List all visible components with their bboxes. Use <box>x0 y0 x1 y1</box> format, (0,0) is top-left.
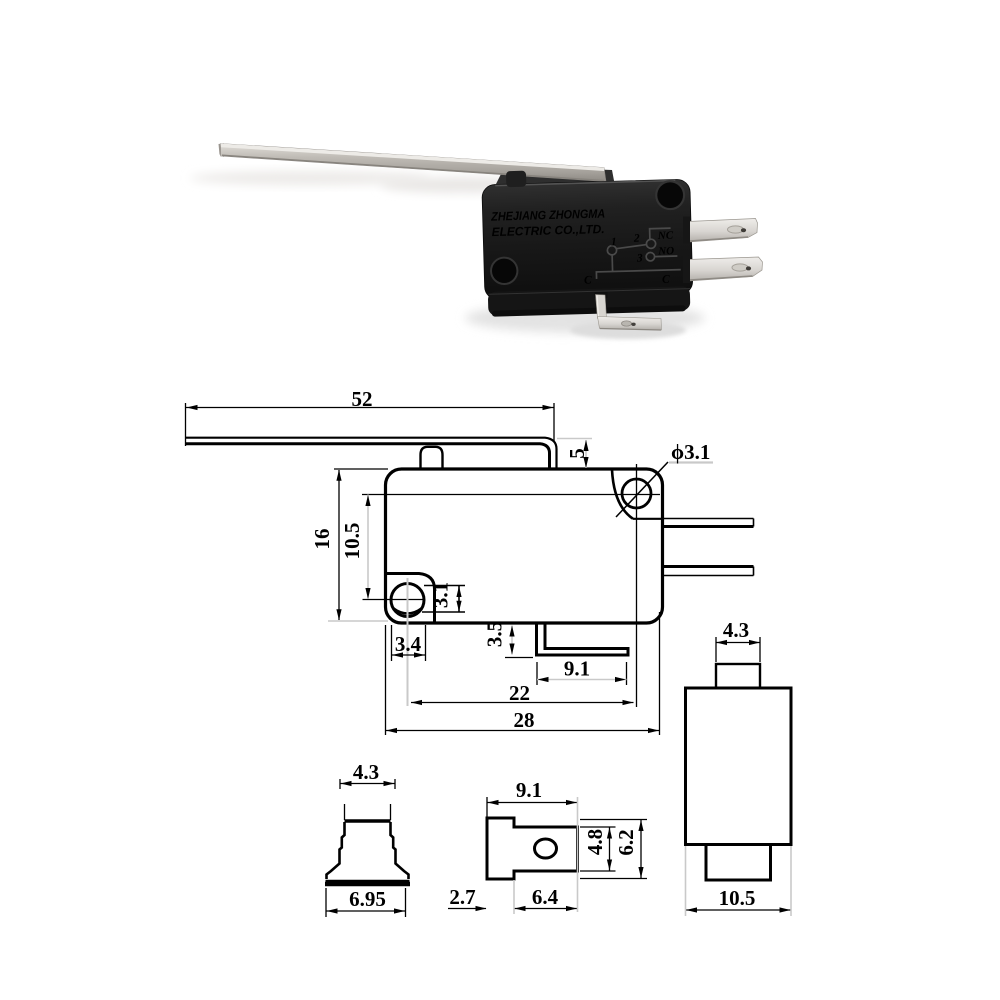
svg-text:3.4: 3.4 <box>395 632 422 656</box>
svg-text:ϕ3.1: ϕ3.1 <box>671 440 710 464</box>
svg-text:C: C <box>584 274 592 286</box>
svg-text:28: 28 <box>514 708 535 732</box>
svg-text:ELECTRIC CO.,LTD.: ELECTRIC CO.,LTD. <box>491 222 604 239</box>
svg-text:2: 2 <box>633 233 640 245</box>
svg-text:52: 52 <box>352 387 373 411</box>
svg-text:3.1: 3.1 <box>429 582 453 608</box>
svg-text:4.3: 4.3 <box>723 618 749 642</box>
svg-text:5: 5 <box>565 448 589 459</box>
svg-text:22: 22 <box>509 681 530 705</box>
svg-text:16: 16 <box>310 529 334 550</box>
svg-text:6.4: 6.4 <box>532 885 559 909</box>
svg-text:3.5: 3.5 <box>483 621 507 647</box>
svg-text:4.3: 4.3 <box>353 760 379 784</box>
svg-text:NO: NO <box>657 245 674 257</box>
svg-text:C: C <box>662 274 670 286</box>
svg-text:9.1: 9.1 <box>564 657 590 681</box>
svg-text:9.1: 9.1 <box>516 778 542 802</box>
svg-text:6.95: 6.95 <box>349 887 386 911</box>
svg-text:1: 1 <box>611 236 617 248</box>
svg-text:4.8: 4.8 <box>583 829 607 855</box>
svg-text:6.2: 6.2 <box>614 829 638 855</box>
svg-text:ZHEJIANG ZHONGMA: ZHEJIANG ZHONGMA <box>490 206 605 223</box>
svg-text:10.5: 10.5 <box>719 886 756 910</box>
svg-text:2.7: 2.7 <box>449 885 475 909</box>
svg-text:3: 3 <box>636 252 643 264</box>
svg-text:10.5: 10.5 <box>340 523 364 560</box>
svg-text:NC: NC <box>657 230 674 242</box>
